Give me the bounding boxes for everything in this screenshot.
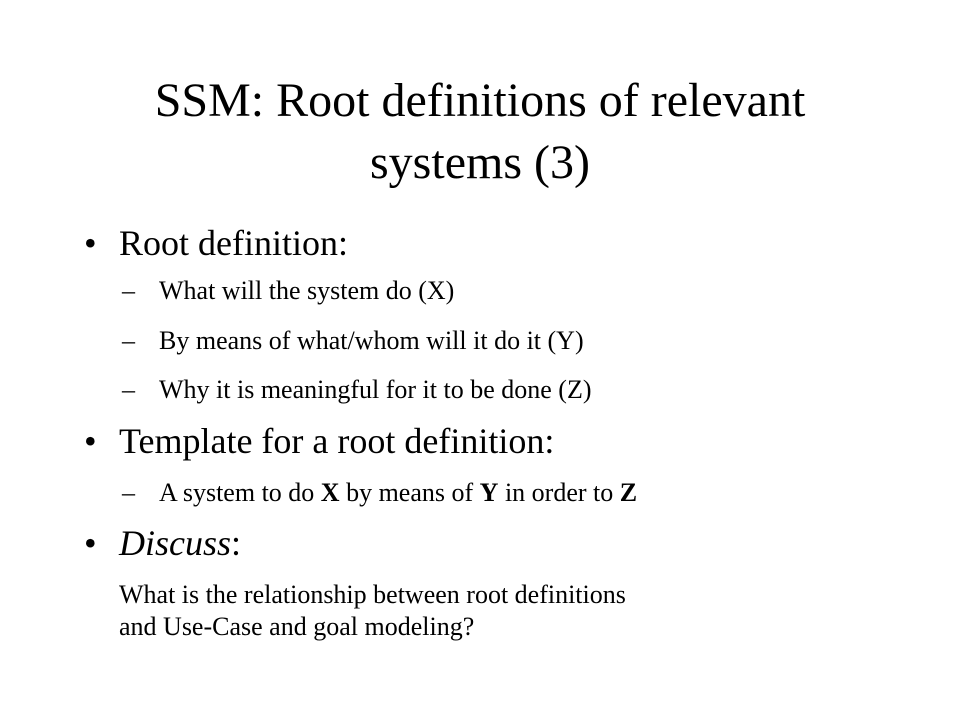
discuss-label: Discuss (119, 523, 232, 563)
bullet-template: • Template for a root definition: (84, 421, 554, 461)
template-part-3: in order to (498, 478, 620, 507)
bullet-label: Template for a root definition: (119, 421, 555, 461)
subitem-text: Why it is meaningful for it to be done (… (159, 375, 592, 404)
subitem-why: –Why it is meaningful for it to be done … (122, 375, 592, 405)
dash-icon: – (122, 276, 135, 305)
discuss-colon: : (231, 523, 242, 563)
subitem-what: –What will the system do (X) (122, 276, 454, 306)
slide-title-line-2: systems (3) (370, 136, 590, 189)
subitem-text: By means of what/whom will it do it (Y) (159, 326, 584, 355)
discuss-question-line-1: What is the relationship between root de… (119, 580, 626, 609)
subitem-text: What will the system do (X) (159, 276, 455, 305)
template-part-2: by means of (339, 478, 480, 507)
dash-icon: – (122, 478, 135, 507)
bullet-discuss: • Discuss: (84, 523, 241, 563)
dash-icon: – (122, 326, 135, 355)
bullet-icon: • (84, 223, 97, 263)
template-part-1: A system to do (159, 478, 321, 507)
dash-icon: – (122, 375, 135, 404)
template-y: Y (479, 478, 499, 507)
slide-title-line-1: SSM: Root definitions of relevant (154, 74, 806, 127)
subitem-template-sentence: –A system to do X by means of Y in order… (122, 478, 637, 508)
slide-title: SSM: Root definitions of relevant system… (60, 70, 900, 194)
bullet-icon: • (84, 523, 97, 563)
bullet-icon: • (84, 421, 97, 461)
bullet-label: Root definition: (119, 223, 348, 263)
template-z: Z (619, 478, 638, 507)
template-x: X (320, 478, 340, 507)
discuss-question-line-2: and Use-Case and goal modeling? (119, 612, 475, 641)
bullet-root-definition: • Root definition: (84, 223, 348, 263)
subitem-by-means: –By means of what/whom will it do it (Y) (122, 326, 584, 356)
discuss-question: What is the relationship between root de… (119, 579, 909, 643)
